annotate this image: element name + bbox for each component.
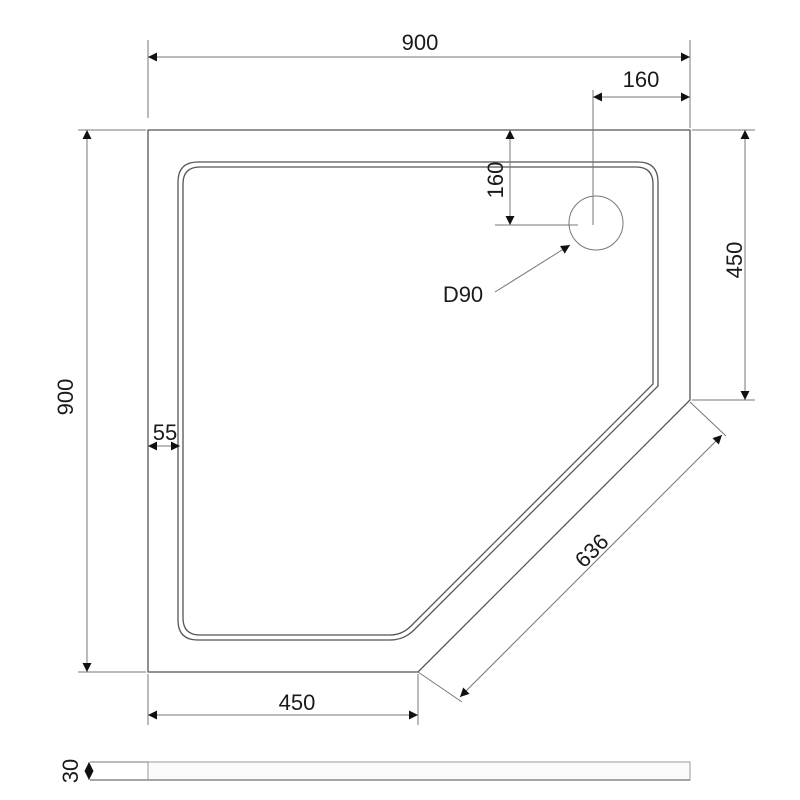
svg-text:900: 900 bbox=[53, 379, 78, 416]
dimension-right-side: 450 bbox=[692, 129, 755, 401]
tray-inner-rim-outer bbox=[177, 161, 659, 641]
dimension-drain-offset-x: 160 bbox=[592, 67, 690, 225]
dimension-overall-width: 900 bbox=[147, 30, 691, 128]
dimension-overall-depth: 900 bbox=[53, 129, 146, 673]
dimension-rim-width: 55 bbox=[148, 420, 180, 451]
tray-side-profile: 30 bbox=[58, 759, 691, 783]
dimension-bottom-side: 450 bbox=[147, 674, 419, 725]
svg-text:636: 636 bbox=[570, 529, 614, 573]
drain-circle bbox=[568, 195, 624, 251]
svg-text:55: 55 bbox=[153, 420, 177, 445]
svg-text:160: 160 bbox=[623, 67, 660, 92]
svg-text:450: 450 bbox=[279, 690, 316, 715]
dimension-drain-diameter: D90 bbox=[443, 244, 571, 307]
svg-text:450: 450 bbox=[722, 242, 747, 279]
dimension-drain-offset-y: 160 bbox=[483, 130, 578, 226]
svg-text:30: 30 bbox=[58, 759, 83, 783]
tray-inner-rim-inner bbox=[182, 166, 654, 636]
svg-text:160: 160 bbox=[483, 162, 508, 199]
svg-text:900: 900 bbox=[402, 30, 439, 55]
dimension-diagonal-side: 636 bbox=[417, 401, 727, 703]
tray-outer-outline bbox=[147, 129, 691, 673]
svg-text:D90: D90 bbox=[443, 282, 483, 307]
